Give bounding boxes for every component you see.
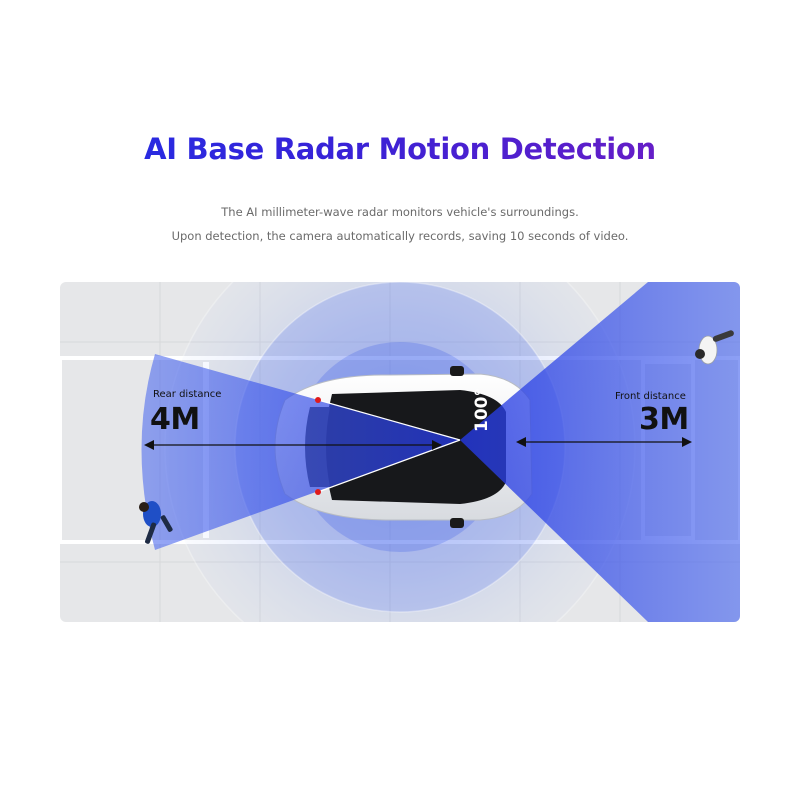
- rear-distance-value: 4M: [150, 402, 200, 437]
- rear-distance-arrow: [144, 440, 442, 450]
- sensor-point-top: [315, 397, 321, 403]
- pedestrian-front-right: [695, 330, 734, 365]
- subtitle-line-2: Upon detection, the camera automatically…: [171, 229, 629, 243]
- rear-radar-beam: [141, 354, 460, 550]
- sensor-point-bottom: [315, 489, 321, 495]
- radar-diagram: Rear distance 4M Front distance 3M 100°: [60, 282, 740, 622]
- radar-illustration: [60, 282, 740, 622]
- rear-distance-label: Rear distance: [153, 389, 222, 400]
- sensor-lines: [317, 399, 461, 493]
- page-title: AI Base Radar Motion Detection: [0, 132, 800, 166]
- front-distance-value: 3M: [639, 402, 689, 437]
- front-distance-arrow: [516, 437, 692, 447]
- subtitle-line-1: The AI millimeter-wave radar monitors ve…: [221, 205, 579, 219]
- front-radar-beam: [460, 282, 740, 622]
- front-distance-label: Front distance: [615, 391, 686, 402]
- radar-angle-label: 100°: [472, 388, 492, 432]
- pedestrian-rear-left: [139, 501, 173, 544]
